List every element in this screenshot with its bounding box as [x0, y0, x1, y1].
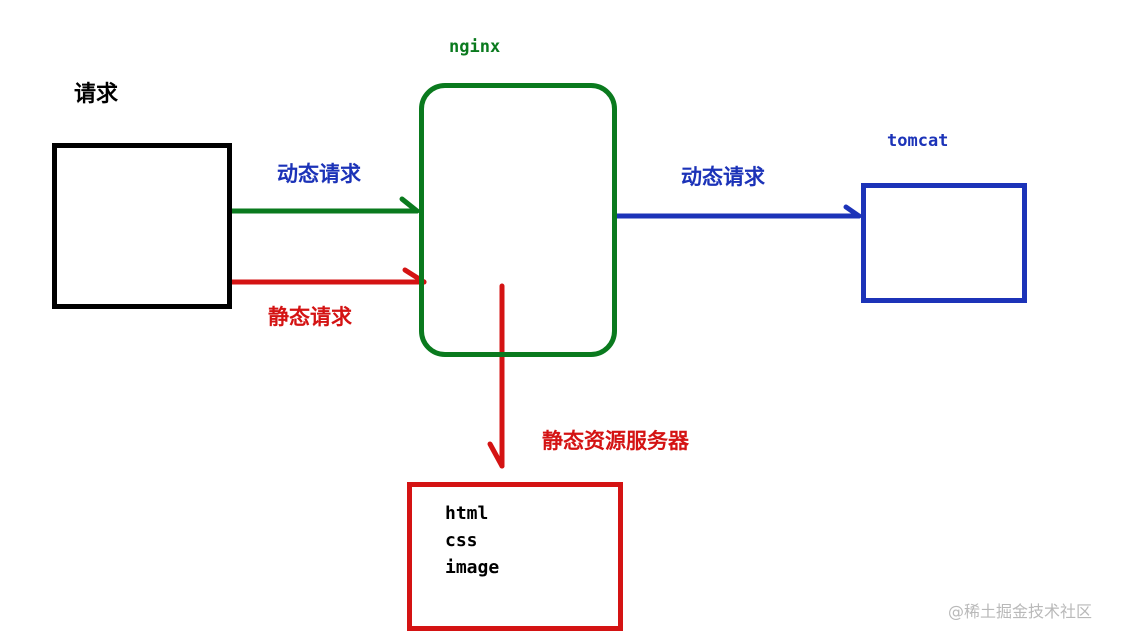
nginx-label: nginx [449, 37, 501, 57]
static-server-box [407, 482, 623, 631]
dynamic-request-arrow-right [614, 204, 862, 219]
dynamic-request-arrow-left [229, 196, 420, 214]
static-file-item: css [445, 530, 478, 551]
client-box [52, 143, 232, 309]
dynamic-request-label-right: 动态请求 [681, 165, 765, 189]
request-label: 请求 [74, 82, 119, 107]
static-server-arrow-down [487, 283, 505, 469]
static-server-label: 静态资源服务器 [542, 429, 689, 453]
static-request-arrow-left [229, 267, 427, 285]
tomcat-box [861, 183, 1027, 303]
watermark: @稀土掘金技术社区 [948, 602, 1093, 621]
dynamic-request-label-left: 动态请求 [277, 162, 361, 186]
static-request-label: 静态请求 [268, 305, 352, 329]
static-file-item: image [445, 557, 500, 578]
static-file-item: html [445, 503, 489, 524]
nginx-box [419, 83, 617, 357]
tomcat-label: tomcat [887, 131, 949, 151]
